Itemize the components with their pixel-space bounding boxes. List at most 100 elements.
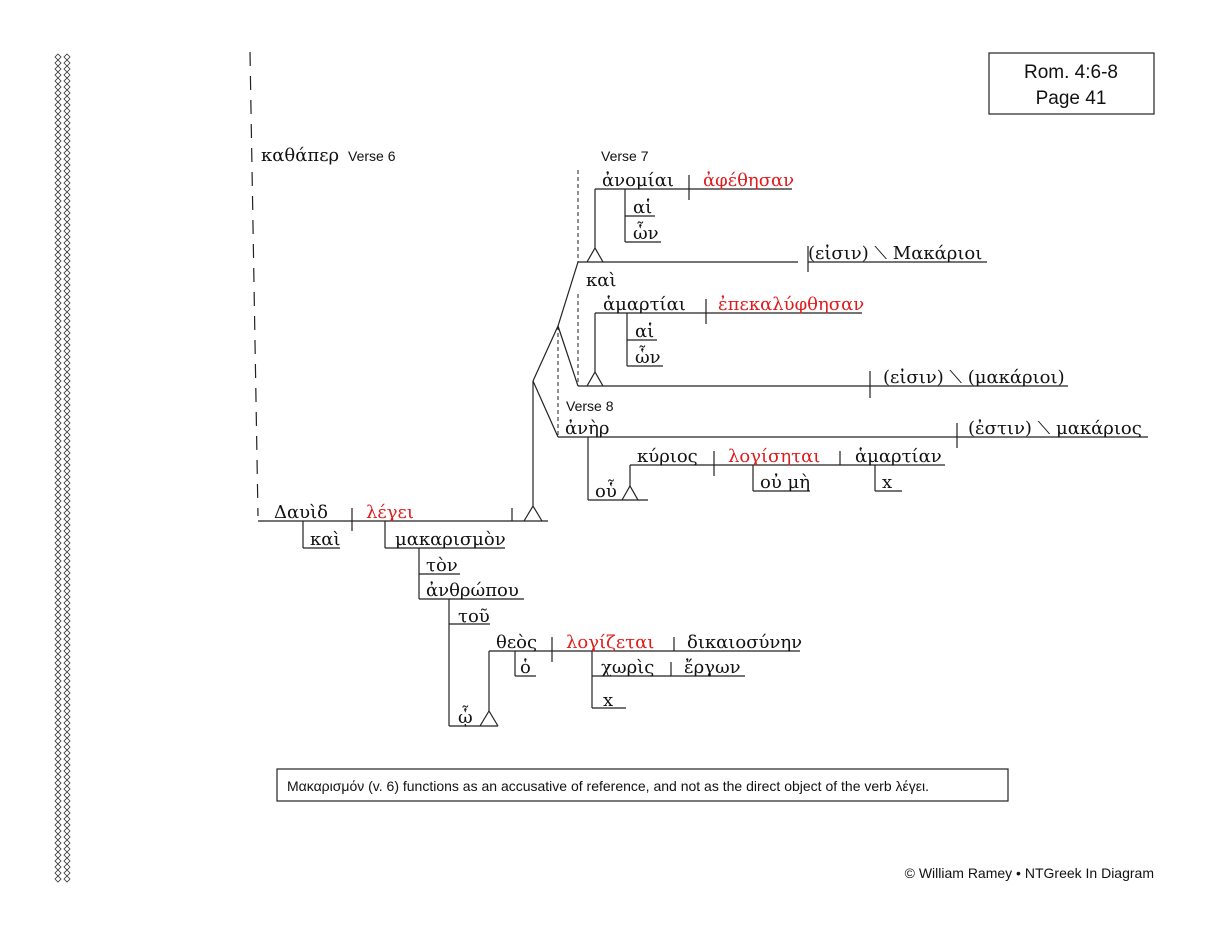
chain-link — [54, 569, 62, 577]
chain-link — [54, 467, 62, 475]
chain-link — [54, 443, 62, 451]
chain-link — [54, 389, 62, 397]
chain-link — [54, 683, 62, 691]
chain-link — [63, 701, 71, 709]
word-tou: τοῦ — [458, 606, 490, 627]
chain-link — [54, 359, 62, 367]
word-hamartiai: ἁμαρτίαι — [603, 294, 686, 315]
chain-link — [63, 791, 71, 799]
chain-link — [63, 77, 71, 85]
quotation-stand — [523, 261, 579, 522]
chain-link — [63, 125, 71, 133]
chain-link — [54, 293, 62, 301]
word-hou: οὗ — [595, 478, 617, 502]
chain-link — [63, 131, 71, 139]
chain-link — [63, 749, 71, 757]
chain-link — [54, 131, 62, 139]
chain-link — [63, 347, 71, 355]
chain-link — [54, 305, 62, 313]
word-dauid: Δαυὶδ — [274, 502, 328, 523]
chain-link — [54, 323, 62, 331]
chain-link — [54, 605, 62, 613]
word-makarismon: μακαρισμὸν — [395, 529, 506, 550]
chain-link — [54, 455, 62, 463]
kathaper-connector — [249, 51, 259, 517]
chain-link — [54, 539, 62, 547]
chain-link — [54, 533, 62, 541]
chain-link — [54, 233, 62, 241]
word-choris: χωρὶς — [601, 657, 654, 678]
chain-link — [54, 635, 62, 643]
chain-link — [54, 311, 62, 319]
chain-link — [63, 713, 71, 721]
chain-link — [54, 353, 62, 361]
chain-link — [54, 755, 62, 763]
chain-link — [63, 563, 71, 571]
chain-link — [63, 365, 71, 373]
verse7-label: Verse 7 — [601, 148, 649, 164]
chain-link — [63, 341, 71, 349]
chain-link — [54, 209, 62, 217]
chain-link — [54, 245, 62, 253]
chain-link — [54, 383, 62, 391]
chain-link — [54, 791, 62, 799]
chain-link — [63, 725, 71, 733]
chain-link — [54, 707, 62, 715]
chain-link — [63, 173, 71, 181]
chain-link — [54, 863, 62, 871]
chain-link — [63, 143, 71, 151]
chain-link — [54, 101, 62, 109]
chain-link — [54, 365, 62, 373]
chain-link — [63, 785, 71, 793]
chain-link — [54, 347, 62, 355]
chain-link — [63, 677, 71, 685]
chain-link — [63, 653, 71, 661]
chain-link — [63, 635, 71, 643]
chain-link — [54, 677, 62, 685]
chain-link — [63, 353, 71, 361]
word-theos: θεὸς — [496, 632, 537, 653]
word-ho-relative: ᾧ — [458, 704, 473, 728]
chain-link — [54, 659, 62, 667]
chain-link — [63, 323, 71, 331]
chain-link — [54, 653, 62, 661]
chain-link — [63, 761, 71, 769]
chain-link — [54, 575, 62, 583]
chain-link — [54, 773, 62, 781]
chain-link — [63, 155, 71, 163]
chain-link — [63, 59, 71, 67]
chain-link — [63, 461, 71, 469]
chain-link — [63, 371, 71, 379]
chain-link — [54, 845, 62, 853]
chain-link — [54, 629, 62, 637]
word-hon-2: ὧν — [635, 344, 661, 368]
chain-link — [54, 587, 62, 595]
chain-link — [63, 257, 71, 265]
chain-link — [54, 137, 62, 145]
chain-link — [63, 95, 71, 103]
chain-link — [54, 419, 62, 427]
chain-link — [63, 431, 71, 439]
chain-link — [63, 581, 71, 589]
chain-link — [63, 569, 71, 577]
chain-link — [54, 473, 62, 481]
chain-link — [63, 779, 71, 787]
chain-link — [63, 767, 71, 775]
chain-link — [63, 731, 71, 739]
chain-link — [63, 137, 71, 145]
chain-link — [54, 497, 62, 505]
word-aphethesan: ἀφέθησαν — [703, 170, 794, 191]
word-logizetai: λογίζεται — [566, 632, 654, 653]
chain-link — [63, 707, 71, 715]
chain-link — [54, 527, 62, 535]
chain-link — [63, 557, 71, 565]
chain-link — [63, 191, 71, 199]
chain-link — [54, 851, 62, 859]
chain-link — [54, 731, 62, 739]
chain-link — [54, 563, 62, 571]
chain-link — [54, 275, 62, 283]
chain-link — [54, 857, 62, 865]
word-eisin-makarioi-2: (εἰσιν) ⟍ (μακάριοι) — [883, 366, 1065, 388]
chain-link — [54, 191, 62, 199]
chain-link — [63, 839, 71, 847]
